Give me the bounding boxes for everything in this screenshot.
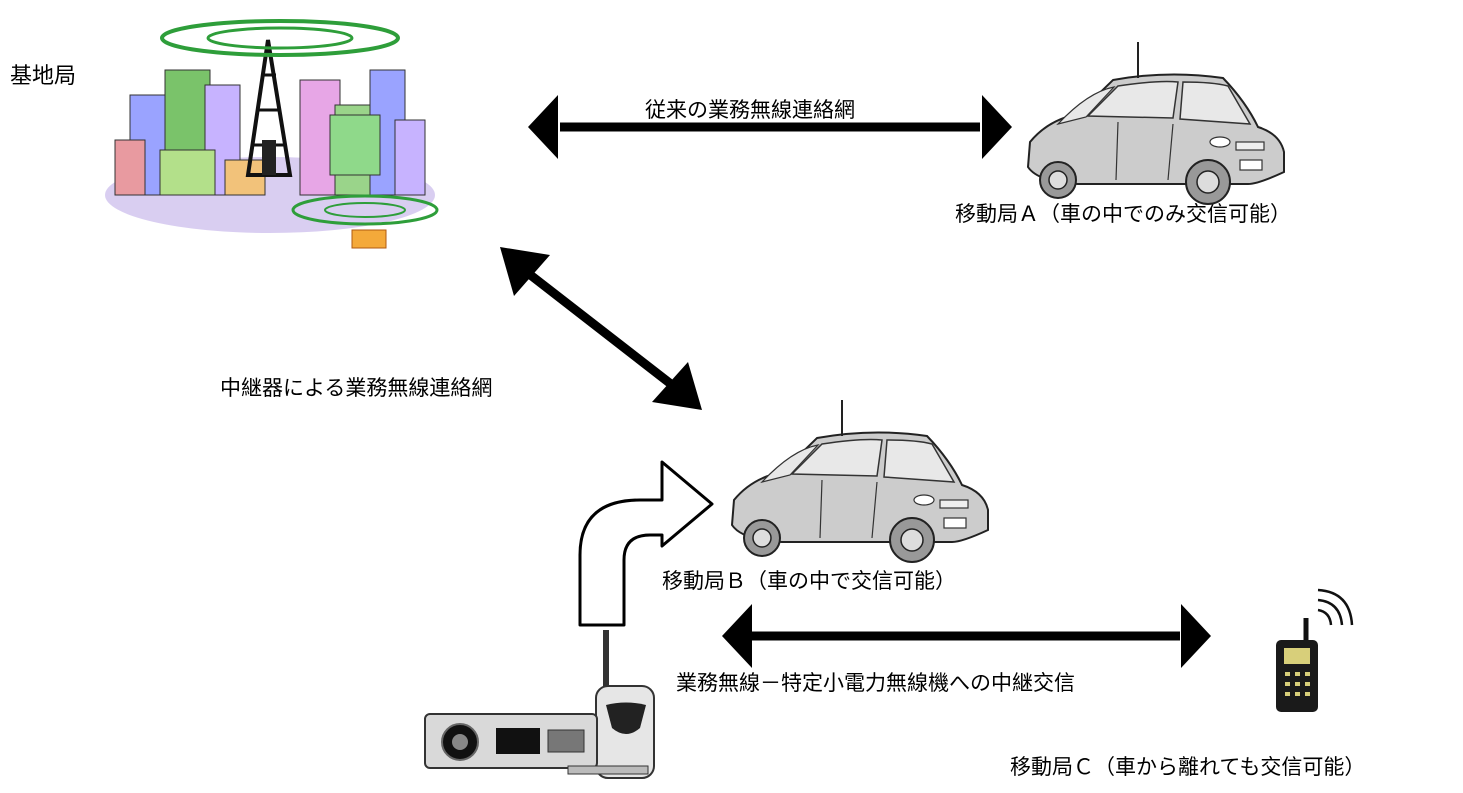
relay-link-arrow [722, 604, 1211, 668]
mobile-a-car-icon [1027, 41, 1285, 205]
base-station-label: 基地局 [10, 64, 77, 89]
mobile-a-label: 移動局Ａ（車の中でのみ交信可能） [955, 202, 1291, 226]
repeater-to-car-arrow [578, 460, 714, 627]
mobile-b-label: 移動局Ｂ（車の中で交信可能） [662, 569, 956, 593]
base-station-city-icon [105, 19, 439, 249]
handheld-radio-icon [1276, 588, 1354, 712]
mobile-b-car-icon [731, 399, 989, 563]
mobile-c-label: 移動局Ｃ（車から離れても交信可能） [1010, 755, 1366, 779]
relay-link-label: 業務無線－特定小電力無線機への中継交信 [676, 671, 1075, 695]
repeater-link-label: 中継器による業務無線連絡網 [220, 376, 493, 400]
conventional-link-arrow [528, 95, 1012, 159]
repeater-unit-icon [424, 630, 655, 779]
conventional-link-label: 従来の業務無線連絡網 [645, 98, 855, 122]
repeater-link-arrow [500, 247, 702, 410]
